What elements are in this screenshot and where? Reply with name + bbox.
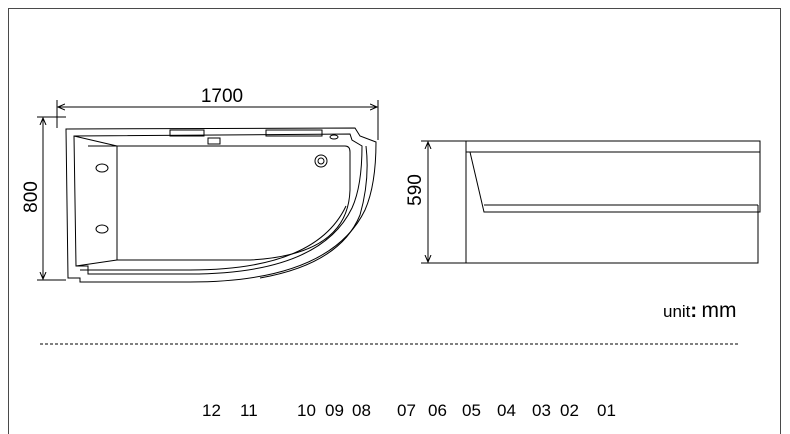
part-number-11: 11 <box>240 401 258 420</box>
length-label: 1700 <box>201 86 243 107</box>
top-view <box>37 100 379 283</box>
part-number-02: 02 <box>560 401 579 420</box>
top-fitting-2 <box>207 137 221 145</box>
part-number-06: 06 <box>428 401 447 420</box>
tub-rim-inner <box>73 133 363 275</box>
part-number-09: 09 <box>325 401 344 420</box>
jet-upper <box>95 163 109 173</box>
width-label: 800 <box>21 181 42 213</box>
drawing-frame <box>8 8 781 434</box>
side-view <box>421 140 761 264</box>
part-number-01: 01 <box>597 401 616 420</box>
part-number-10: 10 <box>297 401 316 420</box>
jet-lower <box>95 224 109 234</box>
part-number-04: 04 <box>497 401 516 420</box>
top-fitting-3 <box>265 129 323 137</box>
tub-basin <box>116 145 351 261</box>
part-number-12: 12 <box>202 401 221 420</box>
overflow-fitting <box>329 134 339 140</box>
part-number-07: 07 <box>397 401 416 420</box>
side-body-outline <box>465 141 759 264</box>
unit-prefix: unit <box>663 302 691 321</box>
tub-skirt-line <box>80 205 347 271</box>
side-rim <box>465 140 761 153</box>
unit-value: mm <box>701 299 737 322</box>
corner-line-bl <box>75 259 118 267</box>
unit-colon: : <box>690 300 698 322</box>
part-number-05: 05 <box>462 401 481 420</box>
height-label: 590 <box>405 174 426 206</box>
top-fitting-1 <box>169 129 205 137</box>
part-number-08: 08 <box>352 401 371 420</box>
tub-skirt-curve <box>259 145 368 279</box>
unit-label: unit: mm <box>663 299 737 323</box>
side-panel <box>469 151 761 213</box>
part-number-03: 03 <box>532 401 551 420</box>
drain-inner <box>317 157 325 165</box>
corner-line-tl <box>73 135 118 147</box>
tub-outer-rim <box>65 127 377 283</box>
drain <box>314 154 328 168</box>
